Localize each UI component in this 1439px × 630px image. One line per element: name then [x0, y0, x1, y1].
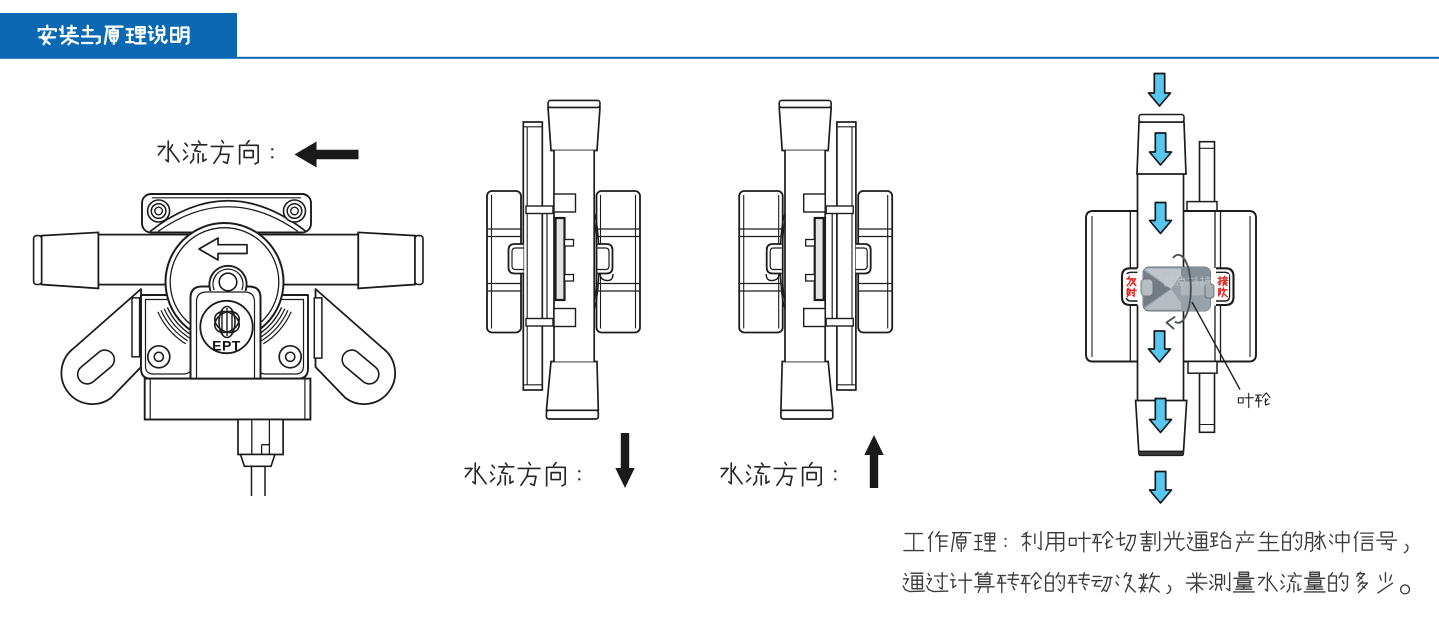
svg-text:EPT: EPT	[212, 338, 241, 354]
